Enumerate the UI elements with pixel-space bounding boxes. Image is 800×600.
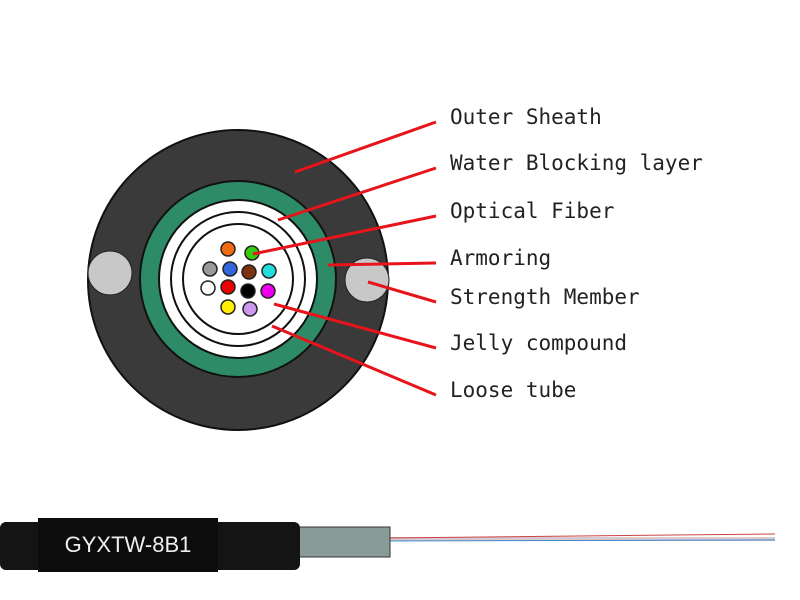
fiber-strands	[385, 537, 775, 541]
component-label: Water Blocking layer	[450, 151, 703, 175]
strength-member-right	[344, 257, 390, 303]
leader-line	[294, 120, 437, 174]
component-label: Loose tube	[450, 378, 576, 402]
fiber	[202, 261, 218, 277]
fiber	[200, 280, 216, 296]
fiber	[241, 264, 257, 280]
loose-tube-inner	[182, 223, 294, 335]
leader-line	[252, 214, 437, 256]
leader-line	[277, 166, 437, 222]
armor-tape	[289, 526, 391, 558]
cable-marking: GYXTW-8B1	[65, 532, 192, 557]
component-label: Optical Fiber	[450, 199, 614, 223]
fiber-strand	[384, 539, 776, 542]
component-label: Strength Member	[450, 285, 640, 309]
fiber	[260, 283, 276, 299]
cable-photo: GYXTW-8B1	[0, 518, 776, 572]
optical-fibers	[200, 241, 277, 317]
cable-label-band	[38, 518, 218, 572]
fiber	[240, 283, 256, 299]
fiber	[220, 299, 236, 315]
component-label: Armoring	[450, 246, 551, 270]
fiber	[220, 279, 236, 295]
component-label: Jelly compound	[450, 331, 627, 355]
leader-lines	[252, 120, 437, 397]
fiber	[222, 261, 238, 277]
component-label: Outer Sheath	[450, 105, 602, 129]
leader-line	[273, 302, 437, 350]
fiber	[220, 241, 236, 257]
leader-line	[367, 280, 437, 304]
leader-line	[327, 261, 437, 267]
leader-line	[271, 324, 437, 397]
fiber	[261, 263, 277, 279]
fiber-strand	[384, 533, 776, 539]
strength-member-left	[87, 250, 133, 296]
fiber	[242, 301, 258, 317]
